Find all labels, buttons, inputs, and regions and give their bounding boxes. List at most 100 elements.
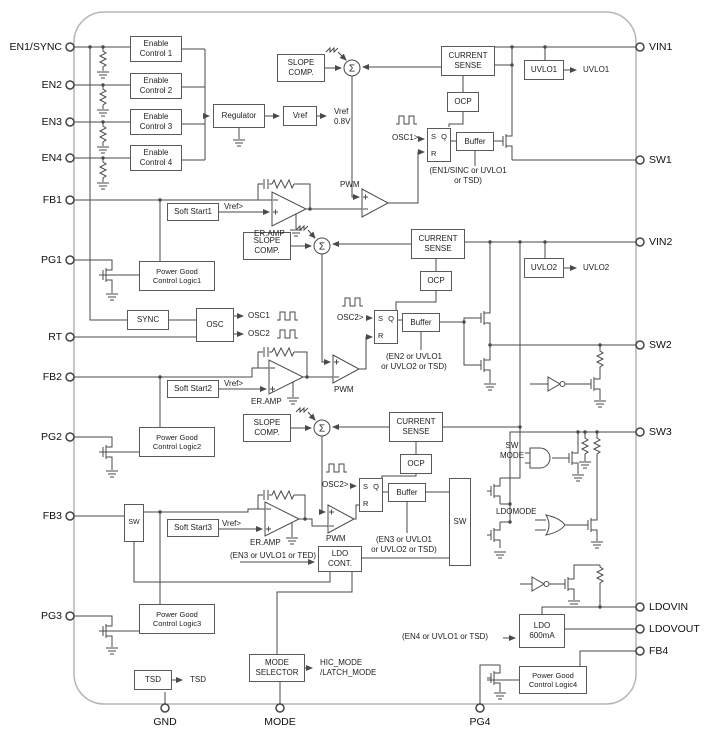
pwm2-label: PWM bbox=[334, 385, 354, 394]
vref-input-label: Vref> bbox=[224, 202, 244, 211]
uvlo1-block: UVLO1 bbox=[524, 60, 564, 80]
enable-control-2-block: Enable Control 2 bbox=[130, 73, 182, 99]
wire-segments bbox=[74, 46, 636, 704]
sawtooth-icon bbox=[295, 225, 309, 231]
pwm-comparator-triangle bbox=[361, 188, 390, 218]
pin-pg1 bbox=[65, 255, 75, 265]
sr-q-label: Q bbox=[388, 314, 394, 323]
uvlo2-block: UVLO2 bbox=[524, 258, 564, 278]
uvlo2-output-label: UVLO2 bbox=[583, 263, 610, 272]
resistor-icon bbox=[271, 490, 295, 500]
pin-ldovout bbox=[635, 624, 645, 634]
buffer-2-block: Buffer bbox=[402, 313, 440, 332]
vref-input-label: Vref> bbox=[224, 379, 244, 388]
pin-label-mode: MODE bbox=[264, 716, 296, 728]
pin-label-sw1: SW1 bbox=[649, 154, 672, 166]
pin-pg3 bbox=[65, 611, 75, 621]
ground-icon bbox=[96, 146, 110, 154]
pin-label-gnd: GND bbox=[153, 716, 177, 728]
osc2-input-label: OSC2> bbox=[322, 480, 349, 489]
square-wave-icon bbox=[276, 311, 299, 321]
pwm-comparator-triangle bbox=[332, 354, 361, 384]
tsd-output-label: TSD bbox=[190, 675, 206, 684]
vref-input-label: Vref> bbox=[222, 519, 242, 528]
pin-sw2 bbox=[635, 340, 645, 350]
pin-en3 bbox=[65, 117, 75, 127]
resistor-icon bbox=[99, 48, 107, 72]
resistor-icon bbox=[593, 435, 601, 459]
er-amp-triangle bbox=[268, 359, 305, 395]
sr-set-label: S bbox=[378, 314, 384, 323]
inverter-bubble bbox=[543, 581, 550, 587]
or-gate bbox=[544, 514, 566, 536]
pin-fb3 bbox=[65, 511, 75, 521]
buffer-3-block: Buffer bbox=[388, 483, 426, 502]
ground-icon bbox=[593, 400, 607, 408]
enable-control-3-block: Enable Control 3 bbox=[130, 109, 182, 135]
power-good-logic-4-block: Power Good Control Logic4 bbox=[519, 666, 587, 694]
nmos-icon bbox=[476, 304, 491, 332]
summing-nodes: Σ Σ Σ bbox=[313, 59, 361, 437]
pin-label-rt: RT bbox=[48, 331, 62, 343]
pin-label-pg4: PG4 bbox=[469, 716, 491, 728]
buck2-shutdown-note: (EN2 or UVLO1 or UVLO2 or TSD) bbox=[381, 352, 447, 371]
pin-label-vin2: VIN2 bbox=[649, 236, 673, 248]
square-wave-icon bbox=[276, 329, 299, 339]
soft-start-1-block: Soft Start1 bbox=[167, 203, 219, 221]
sr-reset-label: R bbox=[431, 148, 437, 158]
pin-label-sw3: SW3 bbox=[649, 426, 672, 438]
sw-mode-label: SW MODE bbox=[500, 441, 524, 460]
pin-sw1 bbox=[635, 155, 645, 165]
pwm1-label: PWM bbox=[340, 180, 360, 189]
ground-icon bbox=[590, 541, 604, 549]
ocp-1-block: OCP bbox=[447, 92, 479, 112]
buffer-1-block: Buffer bbox=[456, 132, 494, 151]
soft-start-2-block: Soft Start2 bbox=[167, 380, 219, 398]
ldo-mode-label: LDOMODE bbox=[496, 507, 537, 516]
buck1-shutdown-note: (EN1/SINC or UVLO1 or TSD) bbox=[429, 166, 507, 185]
square-wave-icon bbox=[341, 297, 364, 307]
soft-start-3-block: Soft Start3 bbox=[167, 519, 219, 537]
sr-set-label: S bbox=[363, 482, 369, 491]
ground-icon bbox=[105, 470, 119, 478]
slope-comp-1-block: SLOPE COMP. bbox=[277, 54, 325, 82]
er-amp-triangle bbox=[264, 501, 301, 537]
ground-icon bbox=[493, 551, 507, 559]
inverter-triangle bbox=[531, 576, 545, 592]
sw-input-block: SW bbox=[124, 504, 144, 542]
pin-mode bbox=[275, 703, 285, 713]
sawtooth-icon bbox=[295, 407, 309, 413]
junction-dots bbox=[88, 45, 602, 609]
inverter-bubble bbox=[559, 381, 566, 387]
ldo-block: LDO 600mA bbox=[519, 614, 565, 648]
resistor-icon bbox=[271, 347, 295, 357]
ground-icon bbox=[578, 461, 592, 469]
nmos-icon bbox=[560, 570, 575, 598]
current-sense-1-block: CURRENT SENSE bbox=[441, 46, 495, 76]
pin-en4 bbox=[65, 153, 75, 163]
pin-gnd bbox=[160, 703, 170, 713]
resistor-icon bbox=[581, 435, 589, 459]
pin-label-en1-sync: EN1/SYNC bbox=[9, 41, 62, 53]
slope-comp-2-block: SLOPE COMP. bbox=[243, 232, 291, 260]
package-outline bbox=[73, 11, 637, 705]
ground-icon bbox=[493, 692, 507, 700]
ground-icon bbox=[96, 71, 110, 79]
er-amp3-label: ER.AMP bbox=[250, 538, 281, 547]
ground-icon bbox=[105, 293, 119, 301]
sw-selector-block: SW bbox=[449, 478, 471, 566]
sigma-symbol: Σ bbox=[319, 242, 325, 253]
pin-en1-sync bbox=[65, 42, 75, 52]
pin-fb1 bbox=[65, 195, 75, 205]
pin-vin2 bbox=[635, 237, 645, 247]
tsd-block: TSD bbox=[134, 670, 172, 690]
ground-icon bbox=[286, 397, 300, 405]
package-pins bbox=[65, 42, 645, 713]
pin-label-pg1: PG1 bbox=[40, 254, 62, 266]
nmos-icon bbox=[498, 127, 513, 155]
sr-latch-2: S Q R bbox=[374, 310, 398, 344]
sigma-symbol: Σ bbox=[319, 424, 325, 435]
sigma-symbol: Σ bbox=[349, 64, 355, 75]
